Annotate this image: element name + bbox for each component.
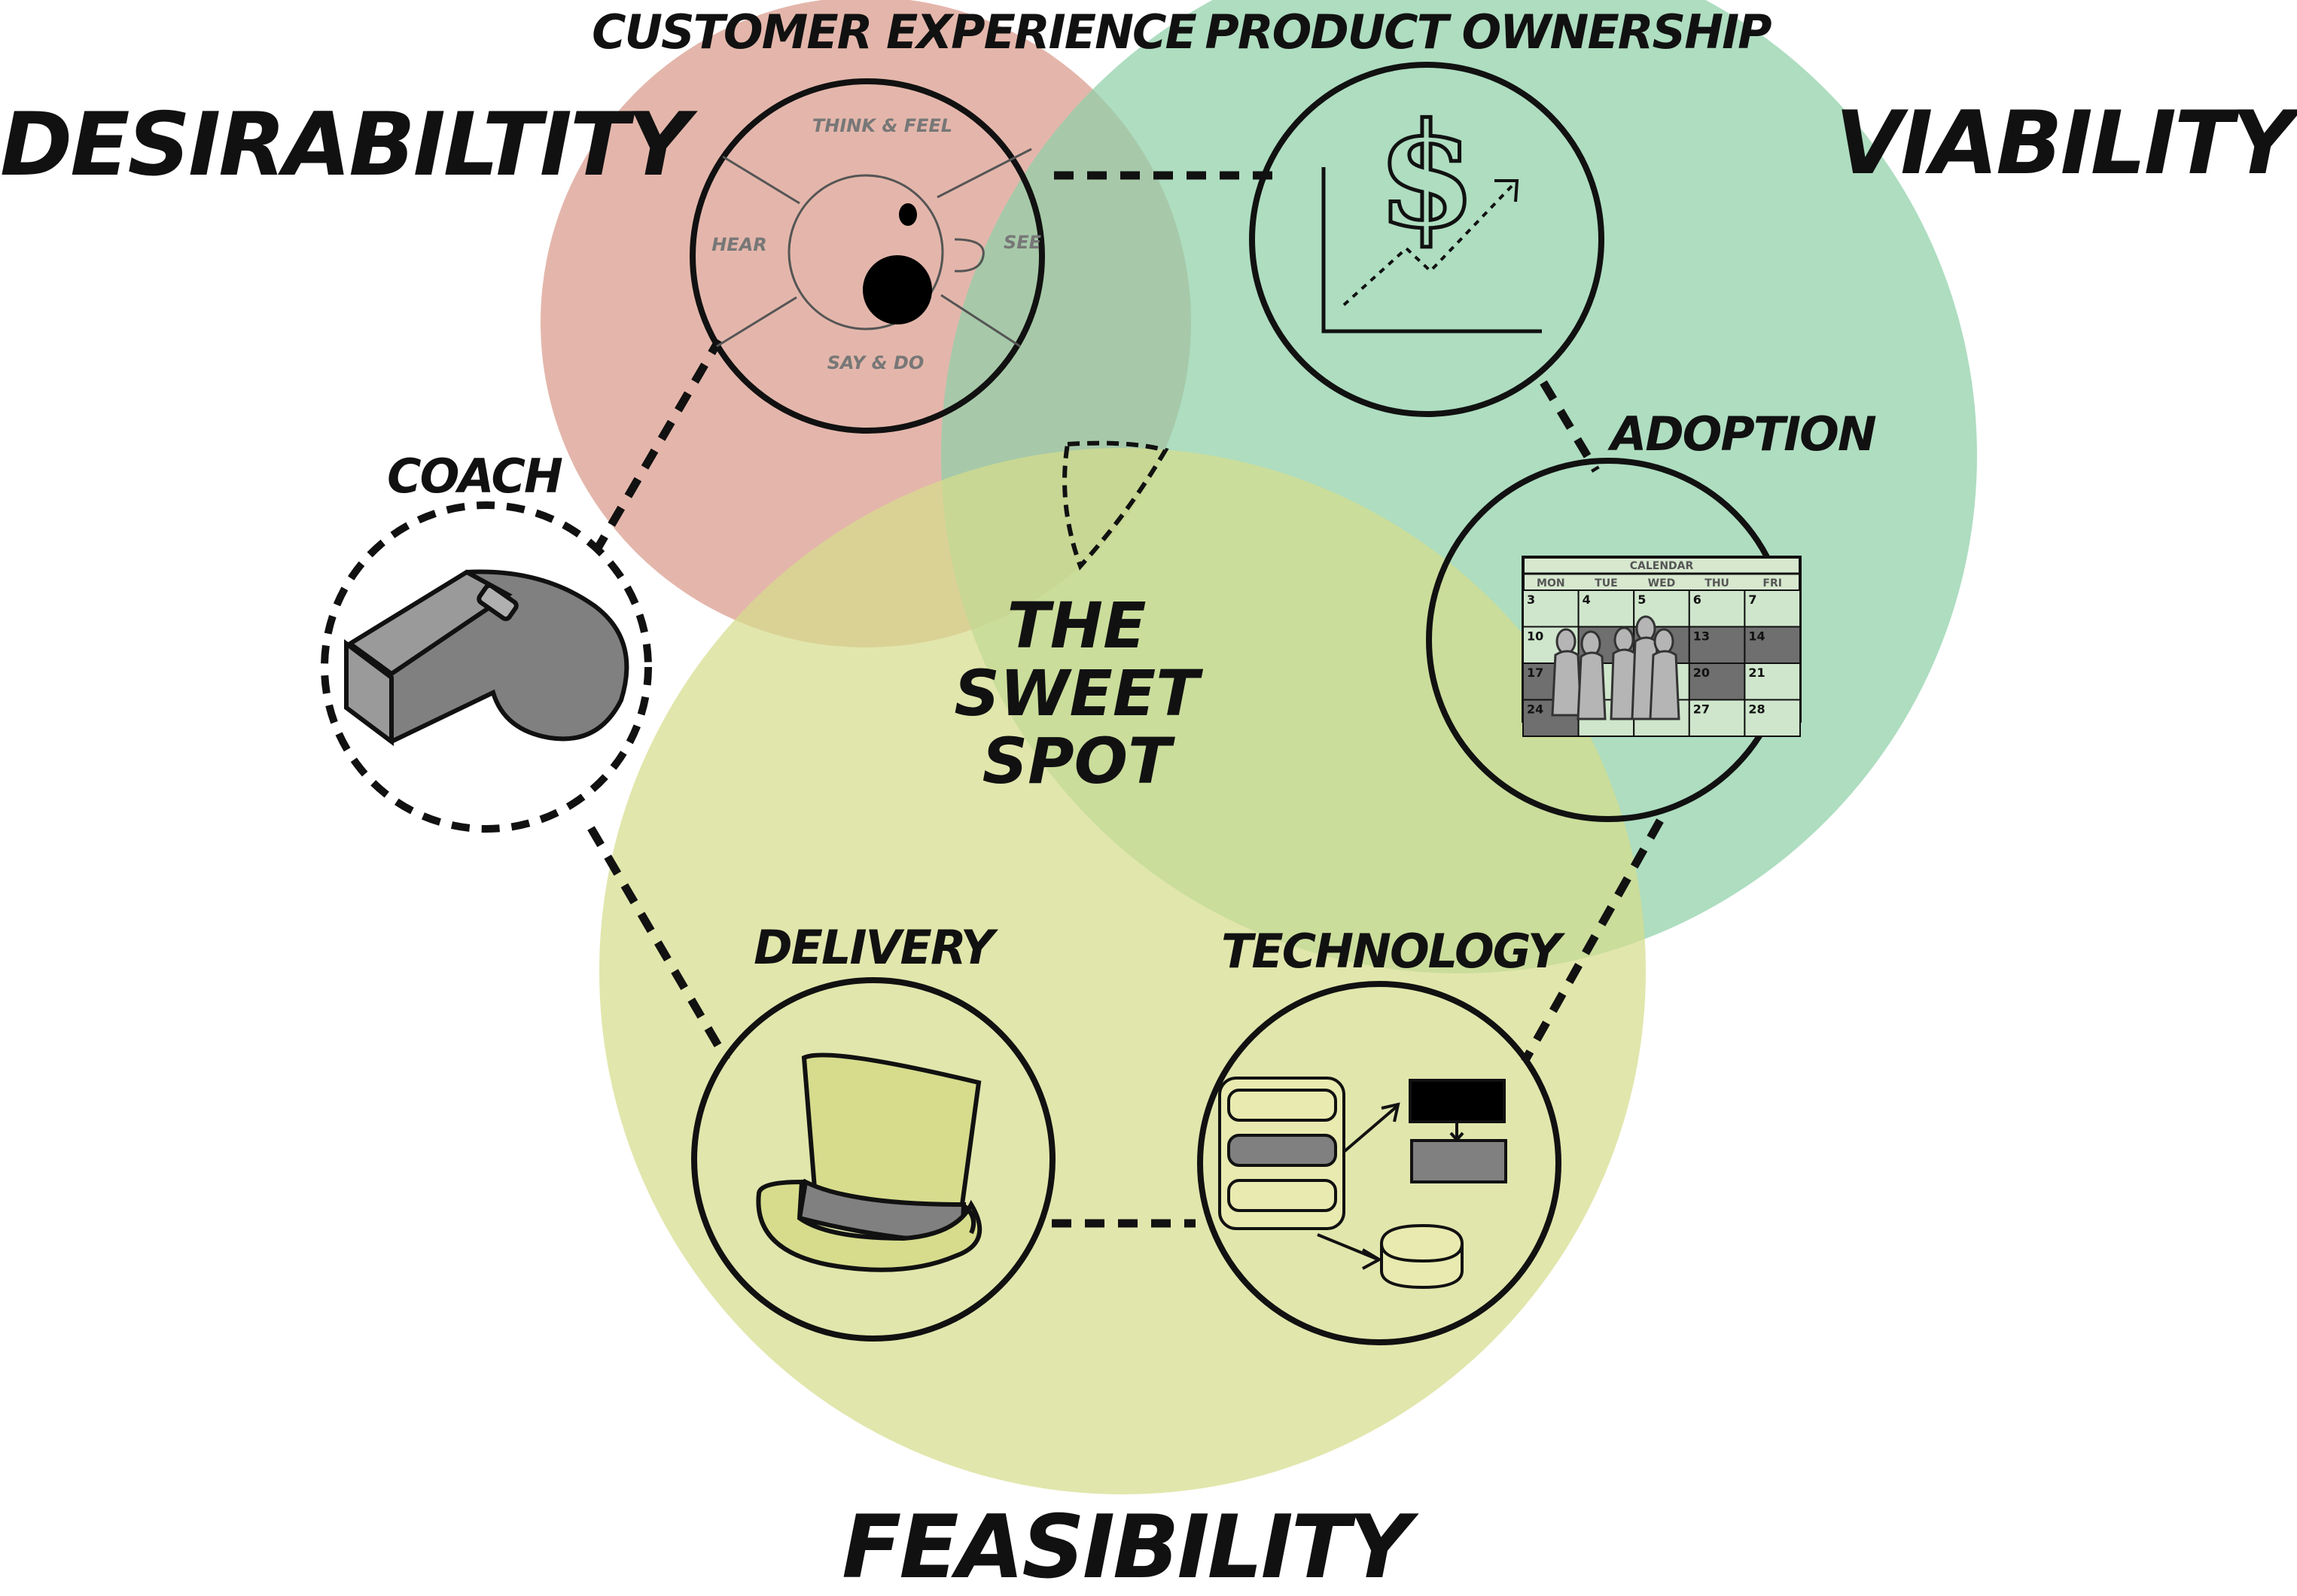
feasibility-label: FEASIBILITY [842, 1497, 1419, 1596]
face-mouth [863, 255, 932, 324]
empathy-see: SEE [1004, 232, 1042, 253]
technology-ring [1197, 981, 1561, 1345]
delivery-label: DELIVERY [754, 920, 999, 975]
calendar-date: 20 [1693, 666, 1710, 680]
connector-coach-delivery [587, 826, 730, 1062]
customer-experience-label: CUSTOMER EXPERIENCE [592, 5, 1196, 59]
connector-coach-cx [591, 338, 723, 556]
customer-experience-node: THINK & FEEL HEAR SEE SAY & DO [690, 78, 1045, 434]
delivery-ring [691, 977, 1056, 1342]
calendar-date: 4 [1583, 592, 1591, 607]
calendar-date: 6 [1693, 592, 1701, 607]
calendar-cell [1688, 699, 1746, 737]
calendar-cell [1577, 589, 1635, 628]
people-group-icon [1551, 615, 1680, 720]
empathy-inner-ring [787, 174, 944, 330]
calendar-date: 14 [1748, 629, 1765, 644]
calendar-date: 27 [1693, 702, 1710, 717]
calendar-day-header: TUE [1595, 577, 1617, 589]
calendar-cell [1688, 626, 1746, 664]
calendar-date: 17 [1527, 666, 1543, 680]
empathy-hear: HEAR [711, 234, 767, 255]
dollar-icon: $ [1377, 92, 1476, 260]
calendar-cell [1744, 662, 1801, 701]
calendar-day-header: WED [1648, 577, 1676, 589]
delivery-node [691, 977, 1056, 1342]
product-ownership-node: $ [1249, 62, 1604, 417]
calendar-cell [1522, 589, 1580, 628]
empathy-say-do: SAY & DO [827, 352, 924, 373]
connectors [587, 171, 1664, 1228]
calendar-date: 21 [1748, 666, 1765, 680]
connector-po-adoption [1540, 380, 1600, 473]
calendar-date: 5 [1637, 592, 1646, 607]
coach-node [321, 501, 652, 833]
empathy-think-feel: THINK & FEEL [812, 115, 952, 136]
viability-label: VIABILITY [1835, 93, 2297, 194]
sweet-spot-line-2: SWEET [954, 656, 1203, 730]
product-ownership-label: PRODUCT OWNERSHIP [1205, 5, 1771, 59]
calendar-day-headers: MON TUE WED THU FRI [1537, 577, 1782, 589]
calendar-date: 10 [1527, 629, 1543, 644]
calendar-day-header: THU [1704, 577, 1729, 589]
chart-axes [1321, 167, 1542, 334]
calendar-cell [1688, 662, 1746, 701]
customer-experience-ring [690, 78, 1045, 434]
product-ownership-ring [1249, 62, 1604, 417]
desirability-label: DESIRABILTITY [0, 94, 698, 196]
trend-arrow-head [1494, 179, 1519, 203]
calendar-date: 7 [1748, 592, 1756, 607]
calendar-cell [1744, 699, 1801, 737]
venn-circles [541, 0, 1977, 1494]
empathy-ear [954, 238, 985, 273]
empathy-dividers [716, 148, 1032, 348]
sweet-spot-outline [1062, 440, 1169, 571]
sweet-spot-line-1: THE [1007, 589, 1147, 662]
calendar-date: 13 [1693, 629, 1710, 644]
coach-label: COACH [387, 449, 562, 504]
calendar-day-header: FRI [1762, 577, 1782, 589]
top-hat-icon [756, 1052, 982, 1272]
calendar-title: CALENDAR [1630, 560, 1694, 572]
calendar-cell [1522, 699, 1580, 737]
architecture-icon [1218, 1077, 1507, 1290]
trend-line [1342, 183, 1515, 306]
sweet-spot-line-3: SPOT [982, 724, 1175, 798]
calendar-date: 28 [1748, 702, 1765, 717]
calendar-date: 24 [1527, 702, 1543, 717]
whistle-icon [343, 569, 629, 746]
face-eye [899, 203, 917, 226]
connector-adoption-technology [1521, 818, 1664, 1064]
adoption-node: CALENDAR MON TUE WED THU FRI 3 4 5 6 7 10 13 14 17 20… [1426, 458, 1802, 822]
calendar-date: 3 [1527, 592, 1535, 607]
adoption-label: ADOPTION [1607, 407, 1876, 461]
technology-label: TECHNOLOGY [1221, 924, 1566, 979]
technology-node [1197, 981, 1561, 1345]
calendar-day-header: MON [1537, 577, 1565, 589]
